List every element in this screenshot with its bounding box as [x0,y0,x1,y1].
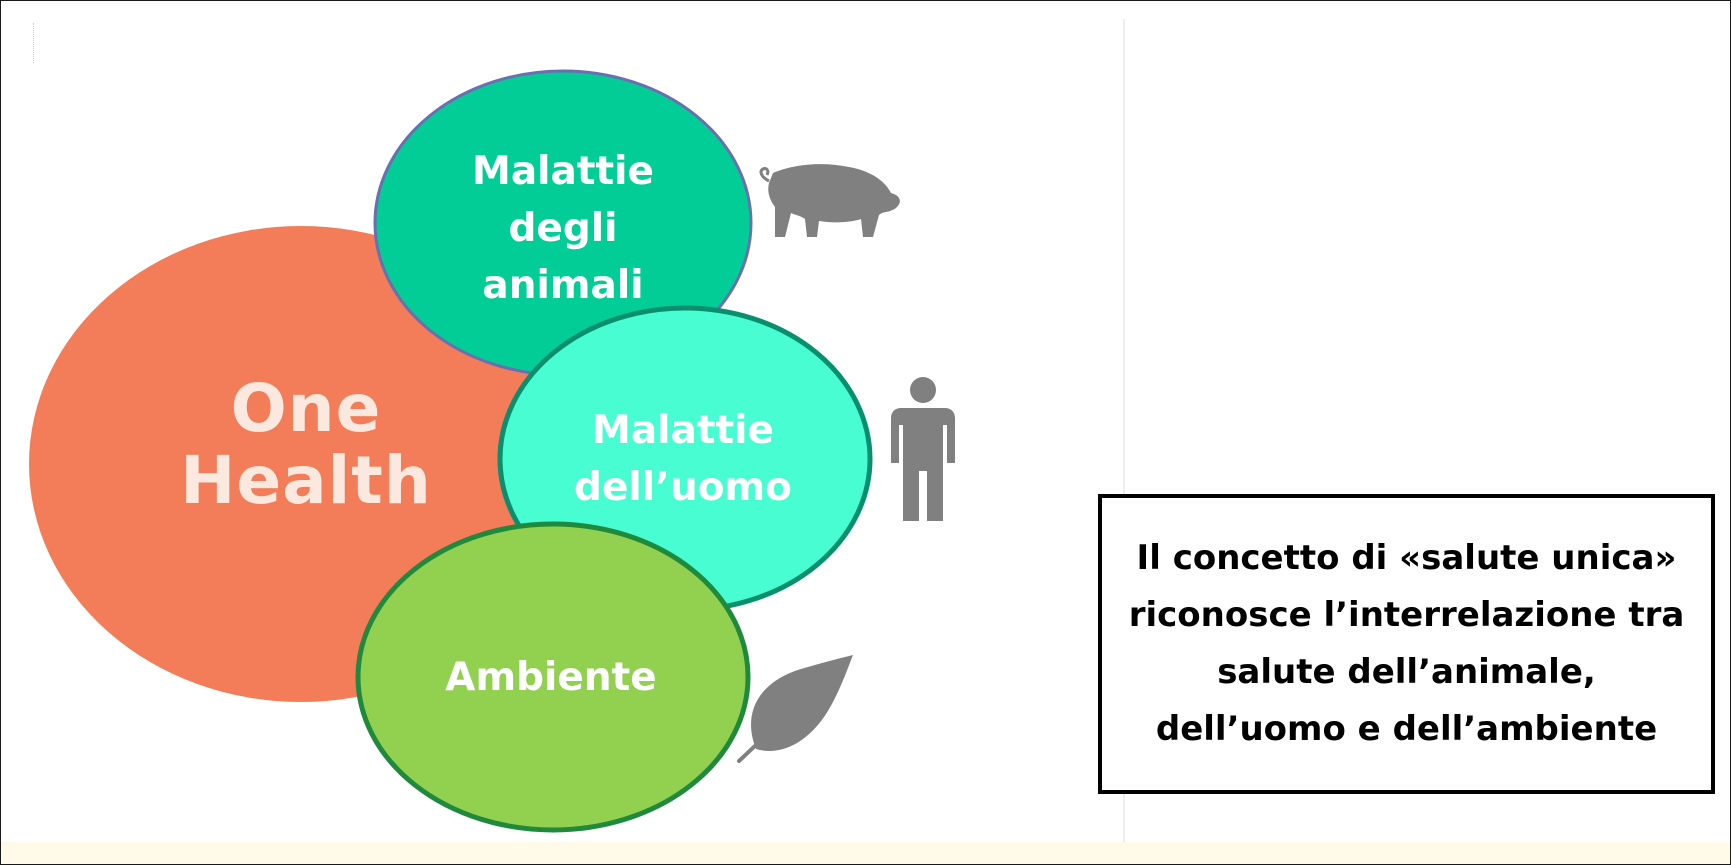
one-health-line-2: Health [180,442,432,519]
animal-disease-label: Malattie degli animali [413,143,713,314]
vertical-divider [1123,19,1125,859]
info-box: Il concetto di «salute unica» riconosce … [1098,494,1715,794]
corner-mark [33,23,40,63]
human-disease-label: Malattie dell’uomo [533,402,833,516]
environment-bubble [355,521,751,833]
person-icon [891,377,955,521]
human-label-line-1: Malattie [592,408,774,453]
info-text: Il concetto di «salute unica» riconosce … [1128,538,1685,749]
one-health-label: One Health [151,373,461,517]
pig-icon [759,164,900,237]
animal-label-line-3: animali [482,263,644,308]
animal-label-line-2: degli [508,206,618,251]
human-label-line-2: dell’uomo [574,465,792,510]
leaf-icon [737,655,853,763]
one-health-line-1: One [230,370,382,447]
bottom-band [1,842,1730,864]
animal-label-line-1: Malattie [472,149,654,194]
environment-label: Ambiente [401,649,701,706]
environment-label-line-1: Ambiente [445,655,657,700]
